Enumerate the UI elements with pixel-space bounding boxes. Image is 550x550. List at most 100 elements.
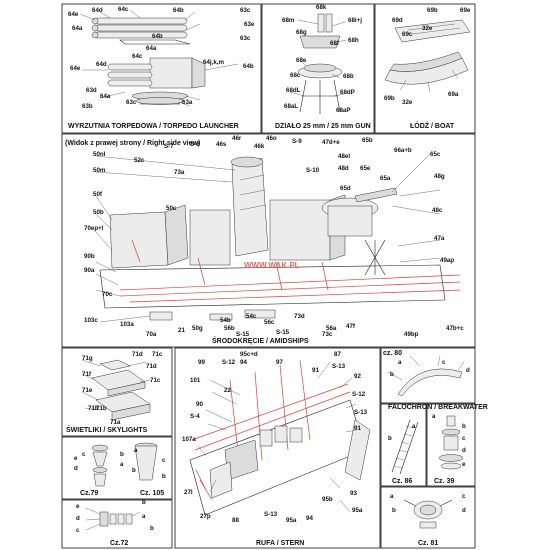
part-label: c [462,435,466,442]
part-label: 64d [96,61,107,68]
part-label: 63d [86,87,97,94]
cz80-caption: cz. 80 [383,350,402,357]
skylights-panel-frame [61,347,173,437]
part-label: 71f [82,371,92,378]
cz81-panel-frame [380,486,476,549]
part-label: b [120,451,124,458]
part-label: 95a [352,507,363,514]
cz72-panel [61,499,173,549]
cz81-panel [380,486,476,549]
part-label: 64a [72,25,83,32]
part-label: 32e [402,99,413,106]
stern-drawing [189,359,371,516]
part-label: 91 [312,367,319,374]
part-label: 64b [173,7,184,14]
breakwater-caption: FALOCHRON / BREAKWATER [388,404,488,411]
part-label: 64j,k,m [203,59,224,66]
boat-caption: ŁÓDŹ / BOAT [410,121,455,130]
part-label: 69b [384,95,395,102]
part-label: 69d [392,17,403,24]
part-label: 50nl [93,151,106,158]
part-label: 54c [246,313,257,320]
part-label: 71g [82,355,93,362]
part-label: 68aP [336,107,350,114]
part-label: S-12 [352,391,366,398]
part-label: 101 [190,377,201,384]
part-label: 71e [82,387,93,394]
part-label: 46s [216,141,227,148]
watermark: WWW.WAK.PL [244,261,300,270]
part-label: 65a [380,175,391,182]
part-label: b [142,499,146,506]
torpedo-caption: WYRZUTNIA TORPEDOWA / TORPEDO LAUNCHER [68,123,239,130]
gun-panel-frame [261,3,375,134]
part-label: 66a+b [394,147,412,154]
part-label: 90 [196,401,203,408]
part-label: 27l [184,489,193,496]
part-label: 71c [150,377,161,384]
part-label: 90a [84,267,95,274]
cz105-caption: Cz. 105 [140,490,164,497]
cz80-drawing [397,368,463,397]
part-label: 95b [322,496,333,503]
cz79-caption: Cz.79 [80,490,98,497]
cz39-panel [426,403,476,487]
part-label: 47b+c [446,325,464,332]
part-label: 63c [126,99,137,106]
part-label: 68g [296,29,307,36]
part-label: 91 [354,425,361,432]
part-label: 64c [132,53,143,60]
part-label: 70c [102,291,113,298]
part-label: 22 [224,387,231,394]
part-label: 65e [360,165,371,172]
part-label: 68f [330,40,340,47]
part-label: a [134,447,138,454]
part-label: d [462,447,466,454]
ladder-drawing [391,419,419,475]
part-label: b [390,371,394,378]
part-label: 54b [220,317,231,324]
part-label: 56c [264,319,275,326]
part-label: 97 [276,359,283,366]
part-label: 68k [316,4,327,11]
part-label: 69b [427,7,438,14]
part-label: d [76,515,80,522]
part-label: a [432,413,436,420]
part-label: c [162,457,166,464]
part-label: 50f [93,191,103,198]
part-label: 93 [350,490,357,497]
part-label: 103a [120,321,134,328]
cz80-panel [380,347,476,404]
torpedo-tubes-drawing [79,9,201,45]
part-label: 88 [232,517,239,524]
part-label: b [392,507,396,514]
part-label: S-15 [276,329,290,336]
part-label: 69c [402,31,413,38]
part-label: d [462,507,466,514]
part-label: 21 [178,327,185,334]
part-label: 64c [118,6,129,13]
part-label: 68dP [340,89,355,96]
part-label: 73d [294,313,305,320]
part-label: 73c [322,331,333,338]
part-label: 64b [243,63,254,70]
part-label: 65d [340,185,351,192]
part-label: a [398,359,402,366]
part-label: 68i+j [348,17,362,24]
part-label: 47d+e [322,139,340,146]
part-label: 64e [68,11,79,18]
part-label: 103c [84,317,98,324]
part-label: 95a [286,517,297,524]
part-label: 71c [152,351,163,358]
part-label: S-15 [236,331,250,338]
part-label: S-8 [190,141,200,148]
amidships-panel-frame [61,133,476,348]
cz80-panel-frame [380,347,476,404]
part-label: 64a [146,45,157,52]
cz105-panel-frame [61,436,173,500]
part-label: 63c [240,7,251,14]
amidships-caption: ŚRODOKRĘCIE / AMIDSHIPS [212,336,309,345]
cz72-caption: Cz.72 [110,540,128,547]
part-label: 27p [200,513,211,520]
part-label: 49ap [440,257,454,264]
